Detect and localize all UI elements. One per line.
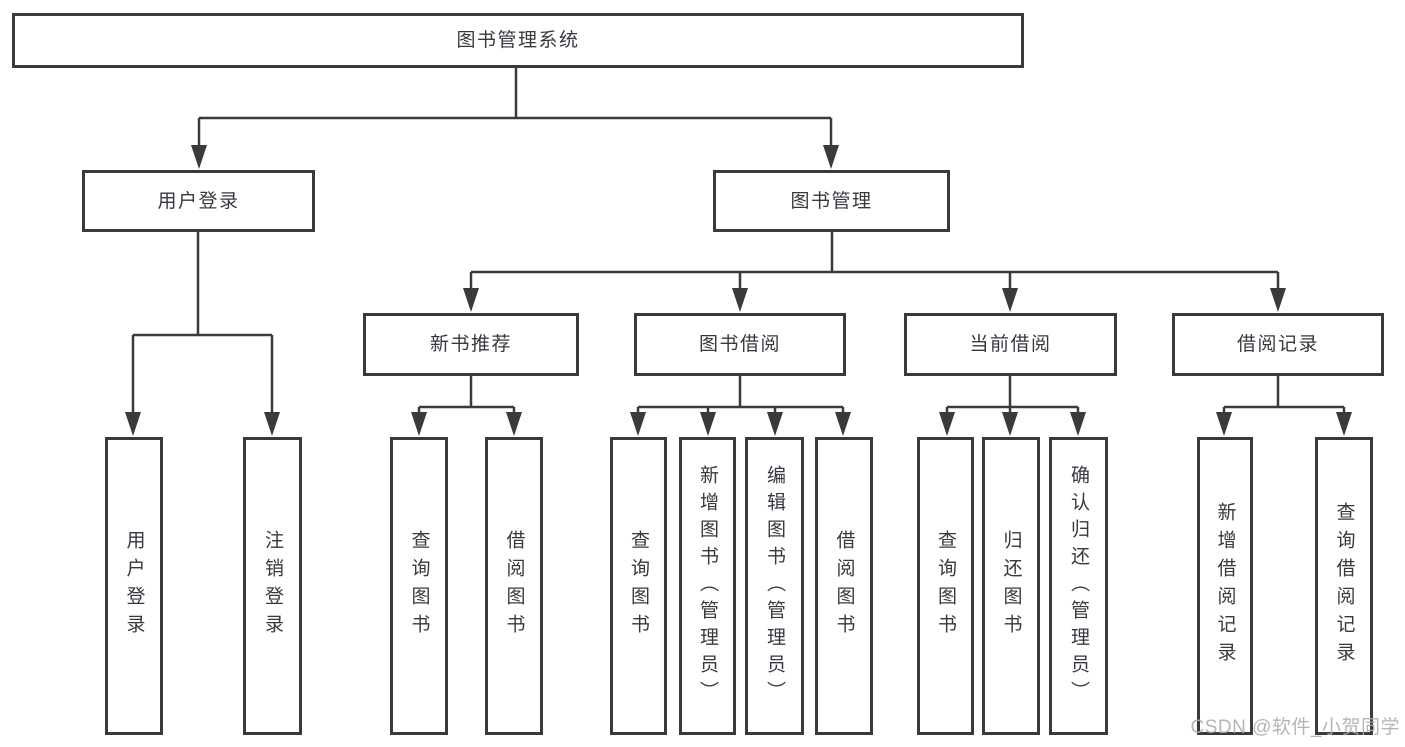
node-new-book-recommendation: 新书推荐 — [363, 313, 579, 376]
node-book-borrowing: 图书借阅 — [634, 313, 846, 376]
leaf-logout: 注销登录 — [243, 437, 302, 735]
leaf-cur-confirm-return-admin-label: 确认归还（管理员） — [1068, 464, 1089, 708]
leaf-rec-query-books: 查询图书 — [390, 437, 448, 735]
leaf-cur-return-books-label: 归还图书 — [1000, 530, 1022, 642]
leaf-rec-borrow-books-label: 借阅图书 — [503, 530, 525, 642]
node-library-management-system: 图书管理系统 — [12, 13, 1024, 68]
leaf-recs-query-borrow-record-label: 查询借阅记录 — [1333, 502, 1355, 670]
node-current-borrowing: 当前借阅 — [904, 313, 1117, 376]
leaf-bor-edit-books-admin: 编辑图书（管理员） — [745, 437, 804, 735]
leaf-cur-return-books: 归还图书 — [982, 437, 1040, 735]
csdn-watermark: CSDN @软件_小贺同学 — [1190, 717, 1400, 738]
leaf-logout-label: 注销登录 — [262, 530, 283, 642]
leaf-bor-borrow-books-label: 借阅图书 — [833, 530, 855, 642]
leaf-bor-borrow-books: 借阅图书 — [815, 437, 873, 735]
leaf-user-login: 用户登录 — [105, 437, 163, 735]
leaf-rec-borrow-books: 借阅图书 — [485, 437, 543, 735]
leaf-user-login-label: 用户登录 — [123, 530, 145, 642]
node-book-management-group: 图书管理 — [713, 170, 950, 232]
leaf-recs-query-borrow-record: 查询借阅记录 — [1315, 437, 1373, 735]
leaf-cur-query-books: 查询图书 — [917, 437, 974, 735]
leaf-recs-add-borrow-record-label: 新增借阅记录 — [1214, 502, 1236, 670]
leaf-bor-add-books-admin: 新增图书（管理员） — [679, 437, 736, 735]
leaf-recs-add-borrow-record: 新增借阅记录 — [1197, 437, 1253, 735]
leaf-bor-query-books-label: 查询图书 — [628, 530, 649, 642]
leaf-cur-query-books-label: 查询图书 — [935, 530, 956, 642]
leaf-bor-query-books: 查询图书 — [610, 437, 667, 735]
leaf-cur-confirm-return-admin: 确认归还（管理员） — [1049, 437, 1108, 735]
leaf-bor-edit-books-admin-label: 编辑图书（管理员） — [764, 464, 785, 708]
node-user-login-group: 用户登录 — [82, 170, 315, 232]
node-borrowing-records: 借阅记录 — [1172, 313, 1384, 376]
leaf-rec-query-books-label: 查询图书 — [408, 530, 430, 642]
leaf-bor-add-books-admin-label: 新增图书（管理员） — [697, 464, 718, 708]
